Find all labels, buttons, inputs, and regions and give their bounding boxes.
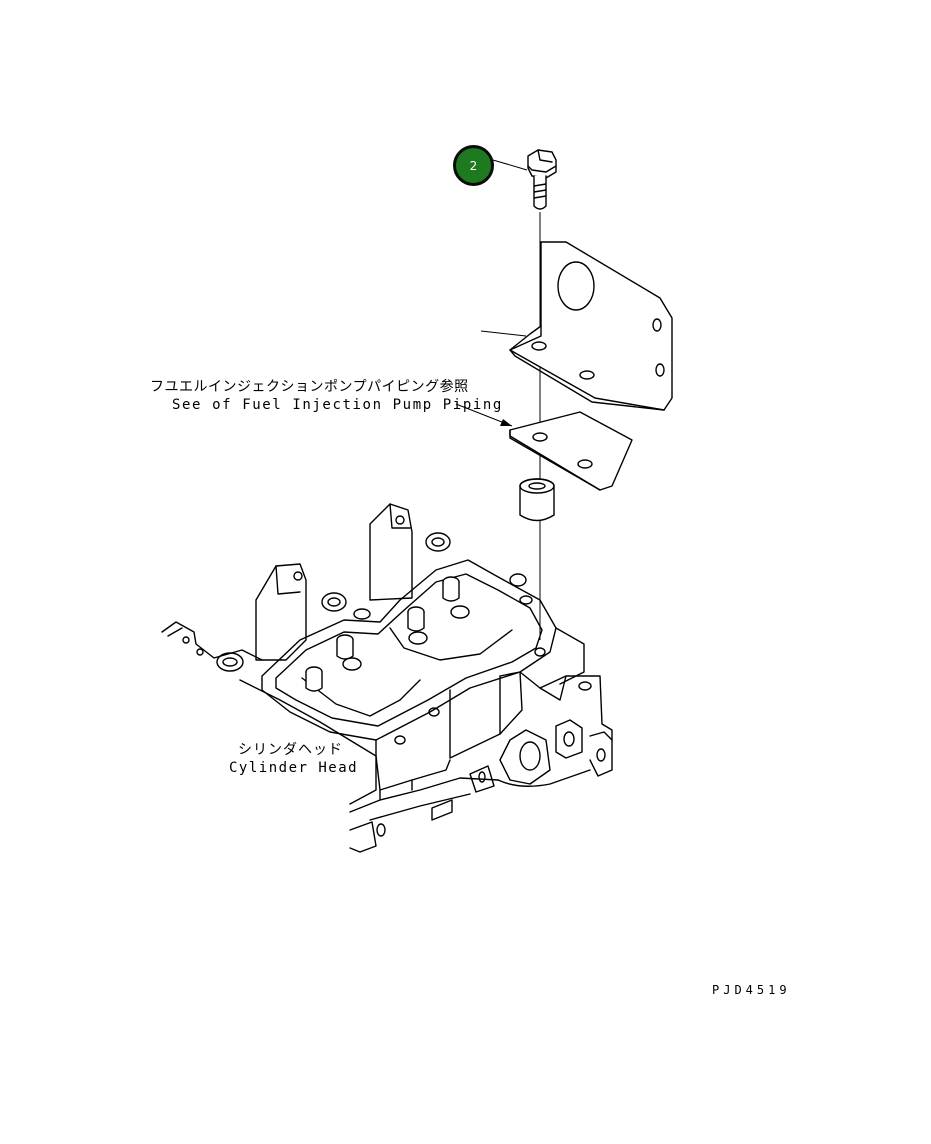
cylinder-head-label-jp: シリンダヘッド xyxy=(238,742,343,758)
cylinder-head-label-en: Cylinder Head xyxy=(229,760,359,776)
plate xyxy=(509,411,633,491)
fuel-pump-label-en: See of Fuel Injection Pump Piping xyxy=(172,397,503,413)
spacer xyxy=(519,478,555,522)
bracket xyxy=(509,241,673,411)
plate-leader-arrowhead xyxy=(500,419,512,426)
callout-balloon-2[interactable]: 2 xyxy=(453,145,494,186)
fuel-pump-label-jp: フユエルインジェクションポンプパイピング参照 xyxy=(150,379,469,395)
callout-number: 2 xyxy=(469,158,478,173)
callout-leader-line xyxy=(492,159,528,171)
bolt xyxy=(527,149,557,210)
drawing-code: PJD4519 xyxy=(712,983,791,997)
bracket-leader-line xyxy=(480,330,527,337)
cylinder-head xyxy=(161,503,613,853)
